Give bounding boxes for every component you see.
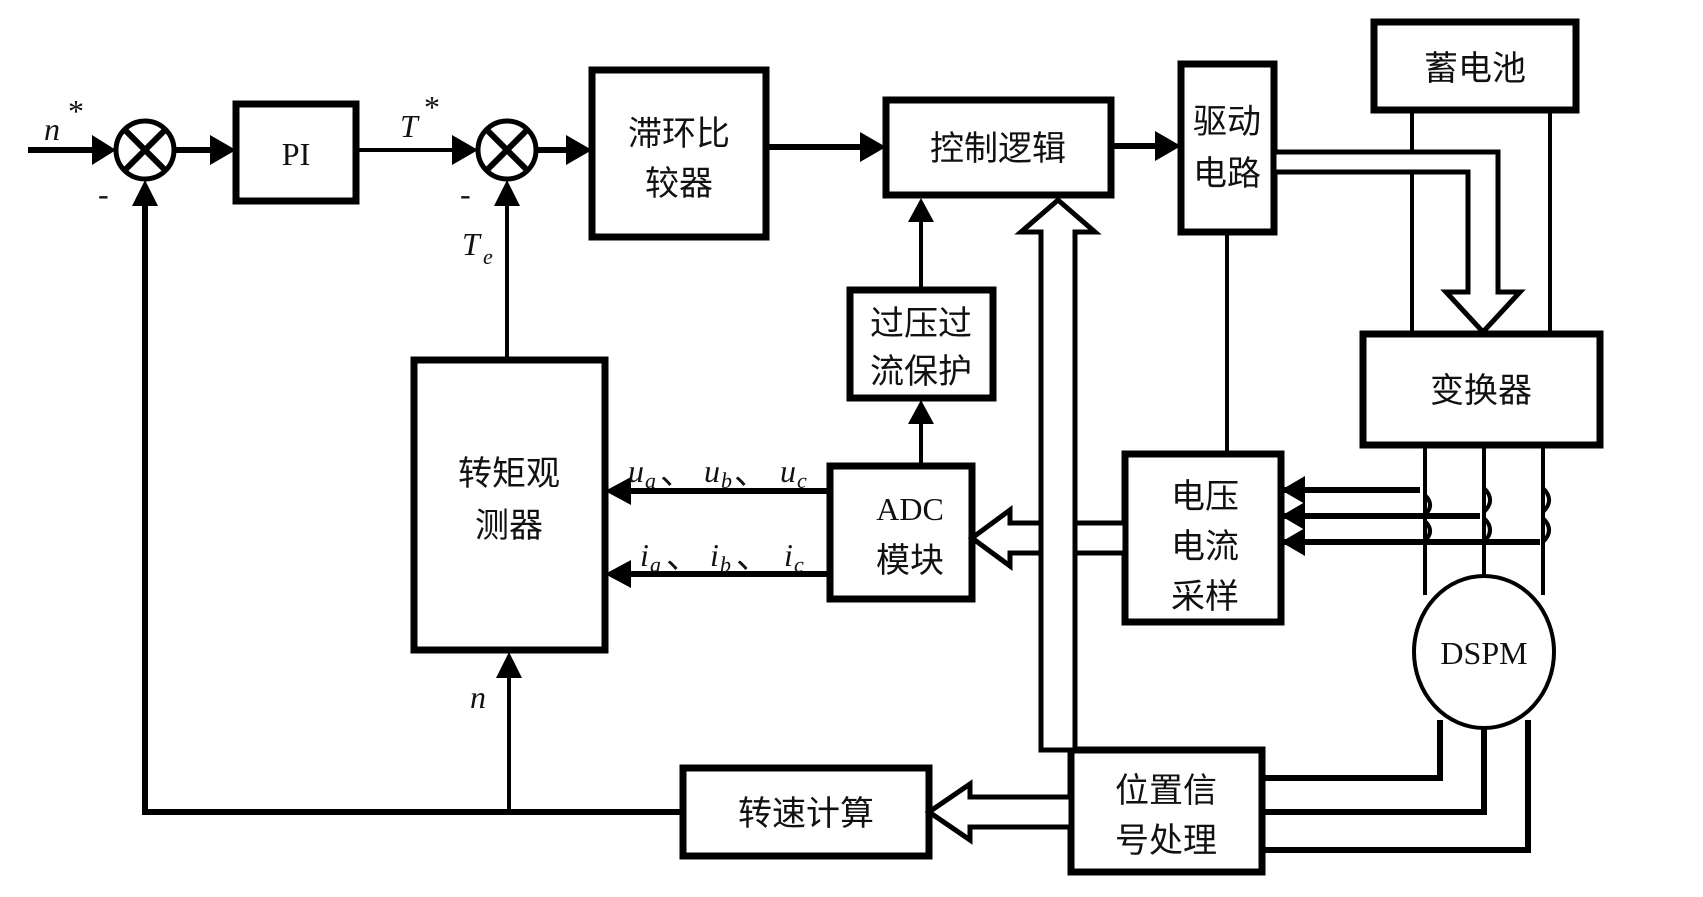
drive-to-converter-hollow-arrow bbox=[1271, 149, 1526, 336]
minus-sign-2: - bbox=[460, 176, 471, 212]
svg-text:a: a bbox=[645, 468, 656, 493]
arrow-head bbox=[132, 180, 158, 206]
arrow-head bbox=[494, 180, 520, 206]
control-logic-block bbox=[882, 96, 1115, 199]
svg-text:i: i bbox=[710, 537, 719, 573]
pi-block bbox=[232, 100, 360, 205]
voltage-labels: u a 、 u b 、 u c bbox=[628, 453, 807, 493]
arrow-head bbox=[566, 135, 592, 165]
adc-block bbox=[826, 462, 976, 603]
svg-text:c: c bbox=[794, 552, 804, 577]
svg-text:、: 、 bbox=[734, 453, 768, 493]
hysteresis-comparator-block bbox=[588, 66, 770, 241]
speed-feedback-line bbox=[142, 198, 683, 815]
battery-label: 蓄电池 bbox=[1424, 49, 1526, 89]
te-sub: e bbox=[483, 244, 493, 269]
position-label-1: 位置信 bbox=[1115, 771, 1217, 811]
hall-c-line bbox=[1262, 720, 1531, 853]
arrow-head bbox=[908, 400, 934, 424]
arrow-head bbox=[452, 135, 478, 165]
drive-circuit-block bbox=[1177, 60, 1278, 236]
sampling-label-3: 采样 bbox=[1171, 577, 1239, 617]
speed-calc-label: 转速计算 bbox=[738, 794, 874, 834]
svg-text:a: a bbox=[650, 552, 661, 577]
minus-sign-1: - bbox=[98, 176, 109, 212]
sampling-label-2: 电流 bbox=[1171, 527, 1239, 567]
hall-b-line bbox=[1262, 728, 1487, 815]
battery-block bbox=[1370, 18, 1580, 114]
svg-text:、: 、 bbox=[666, 537, 700, 577]
arrow-head bbox=[1281, 528, 1305, 556]
n-label: n bbox=[470, 679, 486, 715]
motor-label: DSPM bbox=[1440, 635, 1527, 671]
protection-label-2: 流保护 bbox=[870, 352, 972, 392]
hall-a-line bbox=[1262, 720, 1443, 781]
svg-text:u: u bbox=[704, 453, 720, 489]
adc-label-1: ADC bbox=[876, 491, 944, 527]
arrow-head bbox=[860, 132, 886, 162]
svg-text:i: i bbox=[640, 537, 649, 573]
svg-text:、: 、 bbox=[660, 453, 694, 493]
arrow-head bbox=[1155, 131, 1181, 161]
torque-ref-label: T bbox=[400, 108, 420, 144]
torque-observer-label-1: 转矩观 bbox=[458, 454, 560, 494]
adc-label-2: 模块 bbox=[876, 541, 944, 581]
position-to-logic-hollow-arrow bbox=[1014, 196, 1102, 753]
speed-ref-sup: * bbox=[68, 93, 84, 129]
svg-text:b: b bbox=[720, 552, 731, 577]
current-labels: i a 、 i b 、 i c bbox=[640, 537, 804, 577]
position-to-speedcalc-hollow-arrow bbox=[924, 779, 1074, 845]
drive-circuit-label-2: 电路 bbox=[1193, 154, 1261, 194]
summing-junction-torque bbox=[475, 118, 539, 182]
te-label: T bbox=[462, 226, 482, 262]
svg-text:u: u bbox=[628, 453, 644, 489]
pi-label: PI bbox=[282, 136, 310, 172]
sampling-label-1: 电压 bbox=[1171, 477, 1239, 517]
torque-ref-sup: * bbox=[424, 89, 440, 125]
arrow-head bbox=[908, 198, 934, 222]
svg-text:i: i bbox=[784, 537, 793, 573]
arrow-head bbox=[1281, 502, 1305, 530]
arrow-head bbox=[605, 477, 631, 505]
protection-label-1: 过压过 bbox=[870, 304, 972, 344]
arrow-head bbox=[605, 560, 631, 588]
converter-label: 变换器 bbox=[1430, 371, 1532, 411]
position-label-2: 号处理 bbox=[1115, 821, 1217, 861]
torque-observer-block bbox=[410, 356, 609, 654]
control-logic-label: 控制逻辑 bbox=[930, 129, 1066, 169]
svg-text:、: 、 bbox=[736, 537, 770, 577]
arrow-head bbox=[92, 135, 116, 165]
arrow-head bbox=[210, 135, 236, 165]
hysteresis-label-1: 滞环比 bbox=[628, 114, 730, 154]
arrow-head bbox=[496, 652, 522, 678]
svg-text:c: c bbox=[797, 468, 807, 493]
svg-text:u: u bbox=[780, 453, 796, 489]
torque-observer-label-2: 测器 bbox=[475, 506, 543, 546]
svg-text:b: b bbox=[721, 468, 732, 493]
hysteresis-label-2: 较器 bbox=[645, 164, 713, 204]
summing-junction-speed bbox=[113, 118, 177, 182]
speed-ref-label: n bbox=[44, 111, 60, 147]
arrow-head bbox=[1281, 476, 1305, 504]
protection-block bbox=[846, 286, 997, 402]
drive-circuit-label-1: 驱动 bbox=[1193, 102, 1261, 142]
current-sensors bbox=[1281, 486, 1551, 545]
